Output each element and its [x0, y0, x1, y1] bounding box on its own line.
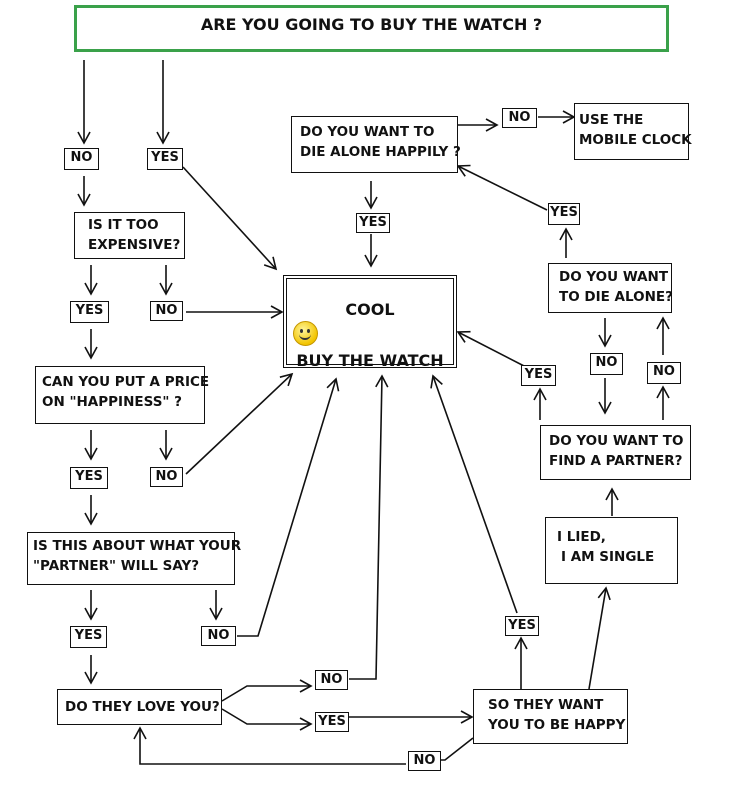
want-happy-line-1: SO THEY WANT [488, 697, 604, 713]
label-no-die-alone: NO [590, 353, 623, 375]
die-alone-line-1: DO YOU WANT [559, 269, 669, 285]
price-happiness-line-2: ON "HAPPINESS" ? [42, 394, 182, 410]
arrow-happy-single [588, 586, 611, 690]
result-cool-buy-watch: COOL BUY THE WATCH [283, 275, 457, 370]
label-yes-find-partner: YES [521, 365, 556, 386]
cool-line-2: BUY THE WATCH [296, 351, 444, 370]
question-partner-will-say: IS THIS ABOUT WHAT YOUR "PARTNER" WILL S… [27, 532, 242, 585]
mobile-clock-line-1: USE THE [579, 112, 644, 128]
i-lied-line-2: I AM SINGLE [561, 549, 655, 565]
find-partner-line-2: FIND A PARTNER? [549, 453, 683, 469]
label-no-mobile: NO [502, 108, 537, 128]
arrow-no-cool-4 [349, 374, 389, 680]
label-yes-die-happily: YES [356, 213, 390, 233]
label-no-love: NO [315, 670, 348, 690]
statement-i-lied-single: I LIED, I AM SINGLE [545, 517, 678, 584]
arrow-yes-die-happily [456, 164, 548, 211]
price-happiness-line-1: CAN YOU PUT A PRICE [42, 374, 210, 390]
arrow-love-yes [221, 708, 313, 731]
arrow-yes-cool-3 [456, 330, 527, 368]
label-yes-love: YES [315, 712, 349, 732]
arrow-no-cool-2 [185, 372, 294, 475]
i-lied-line-1: I LIED, [557, 529, 606, 545]
die-alone-happily-line-1: DO YOU WANT TO [300, 124, 435, 140]
label-no-partner-say: NO [201, 626, 236, 646]
partner-say-line-1: IS THIS ABOUT WHAT YOUR [33, 538, 242, 554]
question-find-partner: DO YOU WANT TO FIND A PARTNER? [540, 425, 691, 480]
arrow-love-no [221, 679, 313, 702]
label-no-expensive: NO [150, 301, 183, 321]
label-no-start: NO [64, 148, 99, 170]
question-want-you-happy: SO THEY WANT YOU TO BE HAPPY [473, 689, 628, 744]
label-yes-want-happy: YES [505, 616, 539, 636]
question-price-happiness: CAN YOU PUT A PRICE ON "HAPPINESS" ? [35, 366, 210, 424]
answer-mobile-clock: USE THE MOBILE CLOCK [574, 103, 692, 160]
question-die-alone-happily: DO YOU WANT TO DIE ALONE HAPPILY ? [291, 116, 461, 173]
arrow-no-cool-3 [237, 377, 340, 637]
cool-line-1: COOL [287, 297, 453, 348]
mobile-clock-line-2: MOBILE CLOCK [579, 132, 692, 148]
question-die-alone: DO YOU WANT TO DIE ALONE? [548, 263, 673, 313]
label-no-price: NO [150, 467, 183, 487]
arrow-no-love [133, 726, 406, 765]
die-alone-happily-line-2: DIE ALONE HAPPILY ? [300, 144, 461, 160]
die-alone-line-2: TO DIE ALONE? [559, 289, 673, 305]
too-expensive-line-1: IS IT TOO [88, 217, 159, 233]
want-happy-line-2: YOU TO BE HAPPY [488, 717, 626, 733]
start-question-text: ARE YOU GOING TO BUY THE WATCH ? [200, 15, 543, 34]
label-yes-start: YES [147, 148, 183, 170]
arrow-yes-cool-2 [430, 374, 518, 614]
start-question-watch: ARE YOU GOING TO BUY THE WATCH ? [74, 5, 669, 52]
label-no-want-happy: NO [408, 751, 441, 771]
love-you-text: DO THEY LOVE YOU? [65, 699, 220, 715]
label-yes-die-alone: YES [548, 203, 580, 225]
cool-word: COOL [345, 300, 395, 319]
label-no-find-partner: NO [647, 362, 681, 384]
find-partner-line-1: DO YOU WANT TO [549, 433, 684, 449]
label-yes-partner-say: YES [70, 626, 107, 648]
too-expensive-line-2: EXPENSIVE? [88, 237, 181, 253]
label-yes-expensive: YES [70, 301, 109, 323]
question-love-you: DO THEY LOVE YOU? [57, 689, 222, 725]
partner-say-line-2: "PARTNER" WILL SAY? [33, 558, 200, 574]
question-too-expensive: IS IT TOO EXPENSIVE? [74, 212, 185, 259]
label-yes-price: YES [70, 467, 108, 489]
smiley-face-icon [293, 321, 318, 346]
arrow-yes-cool [182, 166, 278, 271]
